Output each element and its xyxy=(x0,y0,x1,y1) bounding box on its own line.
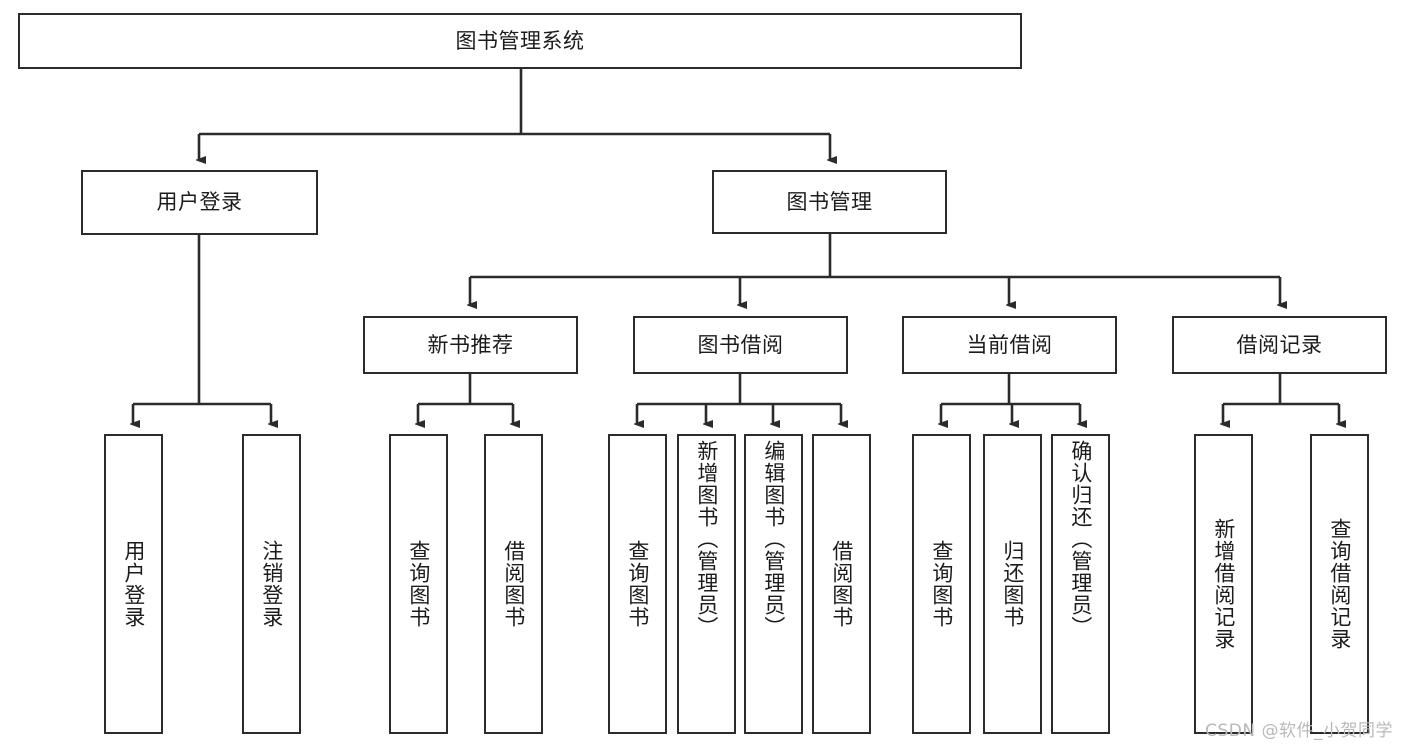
node-leaf-borrow-book-rec[interactable]: 借阅图书 xyxy=(484,434,543,734)
node-leaf-query-book-borrow[interactable]: 查询图书 xyxy=(608,434,667,734)
node-label: 图书管理系统 xyxy=(455,28,585,53)
node-current-borrow[interactable]: 当前借阅 xyxy=(902,316,1117,374)
node-label: 用户登录 xyxy=(156,190,243,215)
node-leaf-add-book-admin[interactable]: 新增图书（管理员） xyxy=(677,434,736,734)
node-leaf-borrow-book[interactable]: 借阅图书 xyxy=(812,434,871,734)
node-label: 新增图书（管理员） xyxy=(694,440,719,638)
node-leaf-add-borrow-record[interactable]: 新增借阅记录 xyxy=(1194,434,1253,734)
node-borrow-record[interactable]: 借阅记录 xyxy=(1172,316,1387,374)
node-label: 查询借阅记录 xyxy=(1327,518,1352,650)
node-label: 注销登录 xyxy=(259,540,284,628)
node-label: 确认归还（管理员） xyxy=(1068,440,1093,638)
csdn-watermark: CSDN @软件_小贺同学 xyxy=(1205,721,1393,741)
node-label: 归还图书 xyxy=(1000,540,1025,628)
node-new-book-recommendation[interactable]: 新书推荐 xyxy=(363,316,578,374)
node-label: 图书借阅 xyxy=(697,332,784,357)
node-label: 用户登录 xyxy=(121,540,146,628)
node-leaf-return-book[interactable]: 归还图书 xyxy=(983,434,1042,734)
node-label: 查询图书 xyxy=(929,540,954,628)
node-leaf-user-logout[interactable]: 注销登录 xyxy=(242,434,301,734)
node-label: 新书推荐 xyxy=(427,332,514,357)
node-label: 查询图书 xyxy=(406,540,431,628)
node-leaf-edit-book-admin[interactable]: 编辑图书（管理员） xyxy=(744,434,803,734)
node-label: 编辑图书（管理员） xyxy=(761,440,786,638)
node-label: 图书管理 xyxy=(786,189,873,214)
node-root-system[interactable]: 图书管理系统 xyxy=(18,13,1022,69)
node-leaf-query-borrow-record[interactable]: 查询借阅记录 xyxy=(1310,434,1369,734)
node-label: 借阅图书 xyxy=(829,540,854,628)
node-book-borrow[interactable]: 图书借阅 xyxy=(633,316,848,374)
node-label: 查询图书 xyxy=(625,540,650,628)
node-label: 当前借阅 xyxy=(966,332,1053,357)
node-user-login[interactable]: 用户登录 xyxy=(81,170,318,235)
node-leaf-confirm-return-admin[interactable]: 确认归还（管理员） xyxy=(1051,434,1110,734)
node-label: 借阅图书 xyxy=(501,540,526,628)
node-book-management[interactable]: 图书管理 xyxy=(712,170,947,234)
node-label: 新增借阅记录 xyxy=(1211,518,1236,650)
node-leaf-query-book-current[interactable]: 查询图书 xyxy=(912,434,971,734)
node-leaf-user-login[interactable]: 用户登录 xyxy=(104,434,163,734)
node-label: 借阅记录 xyxy=(1236,332,1323,357)
node-leaf-query-book-rec[interactable]: 查询图书 xyxy=(389,434,448,734)
